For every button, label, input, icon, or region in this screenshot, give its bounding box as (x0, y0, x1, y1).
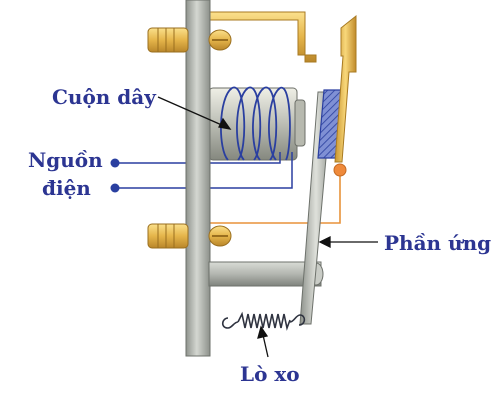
screw-top (147, 27, 232, 53)
label-power-line2: điện (42, 176, 91, 200)
spring (221, 311, 306, 331)
label-coil: Cuộn dây (52, 85, 156, 109)
label-armature: Phần ứng (384, 231, 492, 255)
power-wires (115, 152, 293, 189)
label-power-line1: Nguồn (28, 148, 103, 172)
screw-bottom (147, 223, 232, 249)
leader-lines (157, 96, 378, 358)
pivot-bar (208, 261, 324, 287)
label-spring: Lò xo (240, 362, 300, 386)
power-terminal-1 (110, 158, 120, 168)
signal-wire (210, 170, 341, 224)
contact-strip (334, 14, 357, 163)
contact-point (333, 163, 347, 177)
top-bracket (204, 11, 317, 63)
mounting-plate (185, 0, 211, 357)
power-terminal-2 (110, 183, 120, 193)
coil-windings (220, 86, 291, 161)
